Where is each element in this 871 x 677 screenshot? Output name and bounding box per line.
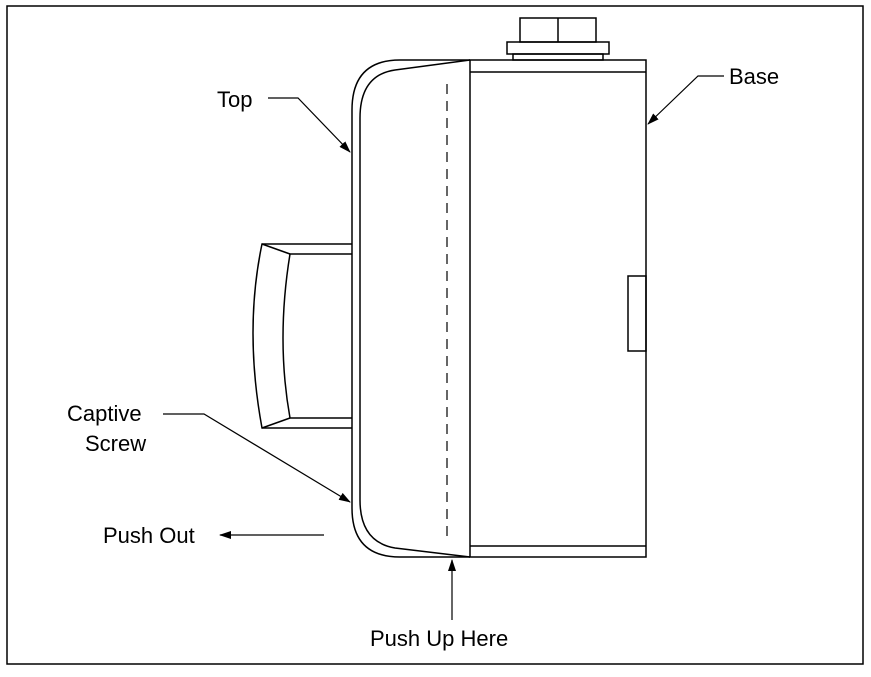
captive-screw-handle	[252, 243, 352, 429]
base-body	[469, 59, 647, 558]
label-push-up-here: Push Up Here	[370, 626, 508, 651]
top-cover	[351, 59, 471, 558]
base-leader	[647, 75, 724, 125]
label-base: Base	[729, 64, 779, 89]
label-captive-screw-line1: Captive	[67, 401, 142, 426]
label-push-out: Push Out	[103, 523, 195, 548]
nut-fitting	[506, 17, 610, 61]
figure-border	[6, 5, 864, 665]
base-slot	[627, 275, 647, 352]
top-leader	[268, 97, 351, 153]
captive-screw-leader	[163, 413, 351, 503]
label-captive-screw-line2: Screw	[85, 431, 146, 456]
label-top: Top	[217, 87, 252, 112]
